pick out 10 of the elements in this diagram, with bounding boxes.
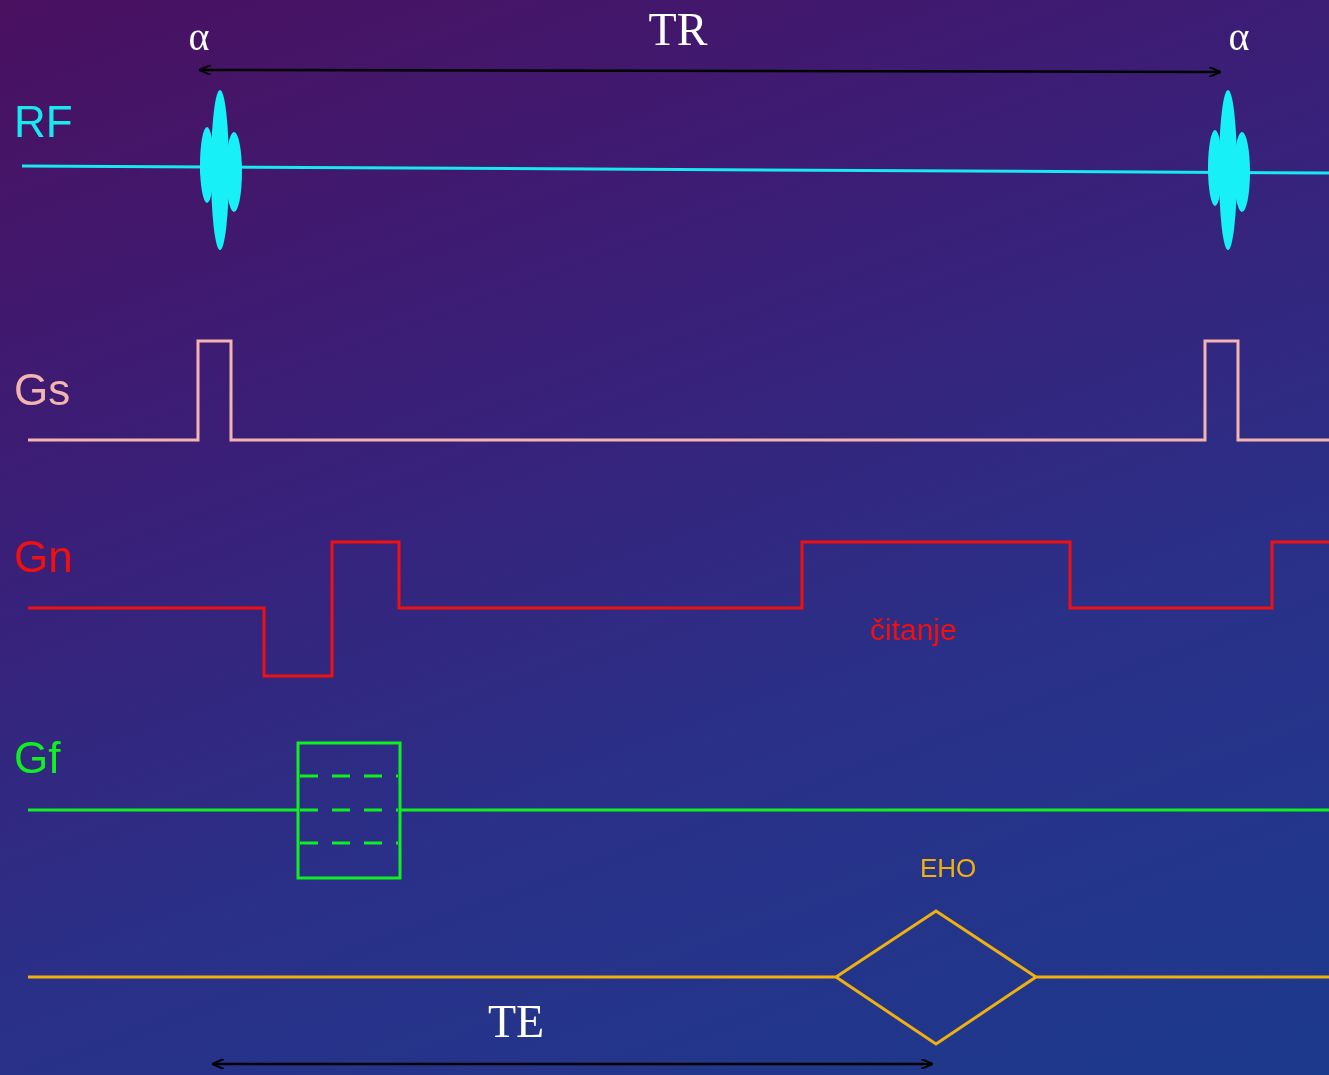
annotation: EHO (920, 855, 977, 881)
flip-angle-label: α (188, 17, 210, 57)
axis-label: Gn (14, 535, 73, 579)
axis-label: RF (14, 100, 73, 144)
axis-label: Gs (14, 368, 71, 412)
dimension-label: TE (487, 999, 545, 1045)
dimension-label: TR (648, 7, 708, 53)
annotation: čitanje (870, 615, 957, 645)
flip-angle-label: α (1228, 17, 1250, 57)
axis-label: Gf (14, 736, 61, 780)
